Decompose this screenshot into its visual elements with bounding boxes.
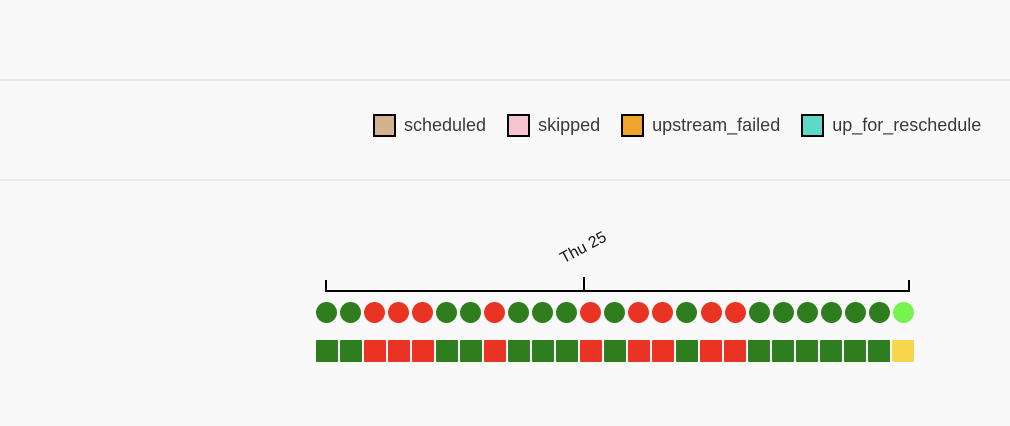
dag-run-status-circle-success[interactable] — [772, 302, 794, 323]
header-divider — [0, 79, 1010, 81]
dag-run-status-circle-success[interactable] — [556, 302, 578, 323]
task-instance-status-square-success[interactable] — [772, 340, 794, 362]
dag-run-status-circle-success[interactable] — [460, 302, 482, 323]
task-instance-status-square-success[interactable] — [676, 340, 698, 362]
axis-mid-tick — [583, 277, 585, 290]
legend-item-upstream_failed: upstream_failed — [621, 114, 780, 137]
dag-run-status-circle-success[interactable] — [532, 302, 554, 323]
legend-item-skipped: skipped — [507, 114, 600, 137]
legend-item-up_for_reschedule: up_for_reschedule — [801, 114, 981, 137]
dag-run-status-circle-success[interactable] — [820, 302, 842, 323]
task-instance-status-square-success[interactable] — [796, 340, 818, 362]
dag-run-status-circle-success[interactable] — [748, 302, 770, 323]
dag-run-status-circle-success[interactable] — [508, 302, 530, 323]
dag-run-status-circle-success[interactable] — [844, 302, 866, 323]
dag-run-status-row — [316, 302, 914, 323]
axis-date-label: Thu 25 — [557, 228, 610, 268]
task-instance-status-row — [316, 340, 914, 362]
legend-divider — [0, 179, 1010, 181]
dag-run-status-circle-failed[interactable] — [388, 302, 410, 323]
task-instance-status-square-success[interactable] — [604, 340, 626, 362]
dag-run-status-circle-failed[interactable] — [364, 302, 386, 323]
status-legend: scheduled skipped upstream_failed up_for_re… — [373, 114, 981, 137]
task-instance-status-square-failed[interactable] — [724, 340, 746, 362]
legend-swatch-up_for_reschedule — [801, 114, 825, 137]
dag-run-status-circle-failed[interactable] — [700, 302, 722, 323]
task-instance-status-square-success[interactable] — [436, 340, 458, 362]
dag-run-status-circle-running[interactable] — [892, 302, 914, 323]
dag-run-status-circle-failed[interactable] — [652, 302, 674, 323]
legend-swatch-skipped — [507, 114, 531, 137]
dag-run-status-circle-success[interactable] — [868, 302, 890, 323]
legend-item-scheduled: scheduled — [373, 114, 486, 137]
task-instance-status-square-failed[interactable] — [700, 340, 722, 362]
time-axis — [325, 277, 910, 292]
task-instance-status-square-failed[interactable] — [580, 340, 602, 362]
task-instance-status-square-failed[interactable] — [364, 340, 386, 362]
task-instance-status-square-up_for_retry[interactable] — [892, 340, 914, 362]
legend-swatch-scheduled — [373, 114, 396, 137]
legend-swatch-upstream_failed — [621, 114, 645, 137]
dag-run-status-circle-success[interactable] — [436, 302, 458, 323]
task-instance-status-square-success[interactable] — [868, 340, 890, 362]
task-instance-status-square-success[interactable] — [748, 340, 770, 362]
task-instance-status-square-success[interactable] — [508, 340, 530, 362]
task-instance-status-square-success[interactable] — [532, 340, 554, 362]
task-instance-status-square-success[interactable] — [556, 340, 578, 362]
task-instance-status-square-success[interactable] — [844, 340, 866, 362]
legend-label: up_for_reschedule — [832, 115, 982, 135]
task-instance-status-square-success[interactable] — [316, 340, 338, 362]
task-instance-status-square-failed[interactable] — [652, 340, 674, 362]
dag-run-status-circle-success[interactable] — [340, 302, 362, 323]
task-instance-status-square-success[interactable] — [820, 340, 842, 362]
legend-label: skipped — [538, 115, 601, 135]
legend-label: upstream_failed — [652, 115, 781, 135]
task-instance-status-square-failed[interactable] — [628, 340, 650, 362]
dag-run-status-circle-failed[interactable] — [580, 302, 602, 323]
dag-run-status-circle-failed[interactable] — [724, 302, 746, 323]
legend-label: scheduled — [404, 115, 487, 135]
dag-run-status-circle-success[interactable] — [316, 302, 337, 323]
dag-run-status-circle-success[interactable] — [604, 302, 626, 323]
task-instance-status-square-success[interactable] — [340, 340, 362, 362]
dag-run-status-circle-success[interactable] — [796, 302, 818, 323]
dag-run-status-circle-failed[interactable] — [628, 302, 650, 323]
task-instance-status-square-success[interactable] — [460, 340, 482, 362]
dag-run-status-circle-success[interactable] — [676, 302, 698, 323]
dag-run-status-circle-failed[interactable] — [412, 302, 434, 323]
task-instance-status-square-failed[interactable] — [388, 340, 410, 362]
task-instance-status-square-failed[interactable] — [412, 340, 434, 362]
task-instance-status-square-failed[interactable] — [484, 340, 506, 362]
dag-run-status-circle-failed[interactable] — [484, 302, 506, 323]
